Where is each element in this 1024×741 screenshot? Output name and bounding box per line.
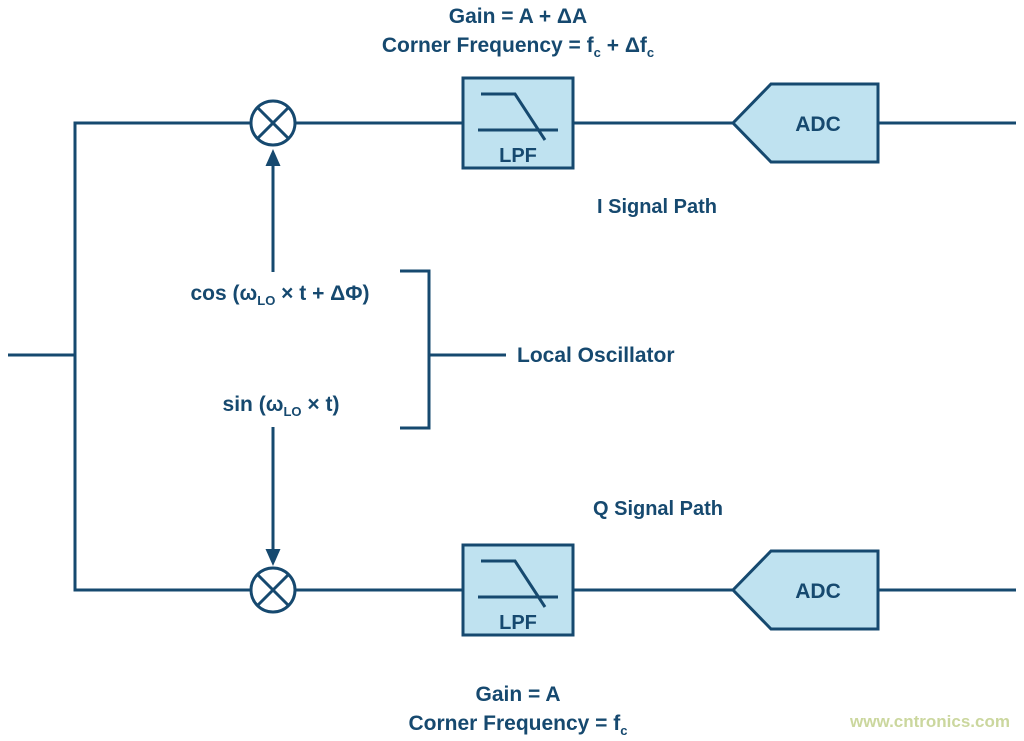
lo-sin-label: sin (ωLO × t)	[222, 393, 340, 420]
mixer-i-cross-2	[256, 106, 290, 140]
q-signal-path-label: Q Signal Path	[592, 498, 724, 520]
lpf-i-label: LPF	[499, 145, 537, 167]
top-gain-text: Gain = A + ΔA	[448, 5, 588, 28]
splitter-wire	[73, 121, 251, 592]
bottom-filter-caption: Gain = A Corner Frequency = fc	[310, 680, 726, 738]
local-oscillator-label: Local Oscillator	[517, 344, 675, 367]
lpf-q-label: LPF	[499, 612, 537, 634]
lo-arrow-down-head	[265, 549, 281, 566]
top-filter-caption: Gain = A + ΔA Corner Frequency = fc + Δf…	[310, 2, 726, 60]
adc-q-label: ADC	[795, 580, 841, 603]
mixer-q-cross-2	[256, 573, 290, 607]
watermark-text: www.cntronics.com	[850, 712, 1010, 731]
lpf-i-block	[461, 76, 575, 170]
lo-arrow-up-head	[265, 149, 281, 166]
lpf-i-response-curve	[481, 92, 547, 141]
i-signal-path-label: I Signal Path	[596, 196, 718, 218]
bottom-gain-text: Gain = A	[475, 683, 561, 706]
lo-cos-label: cos (ωLO × t + ΔΦ)	[190, 282, 370, 309]
bottom-corner-frequency-text: Corner Frequency = fc	[408, 712, 628, 739]
lo-bracket	[400, 269, 431, 430]
adc-i-label: ADC	[795, 113, 841, 136]
top-corner-frequency-text: Corner Frequency = fc + Δfc	[381, 34, 655, 61]
lpf-q-response-curve	[481, 559, 547, 608]
